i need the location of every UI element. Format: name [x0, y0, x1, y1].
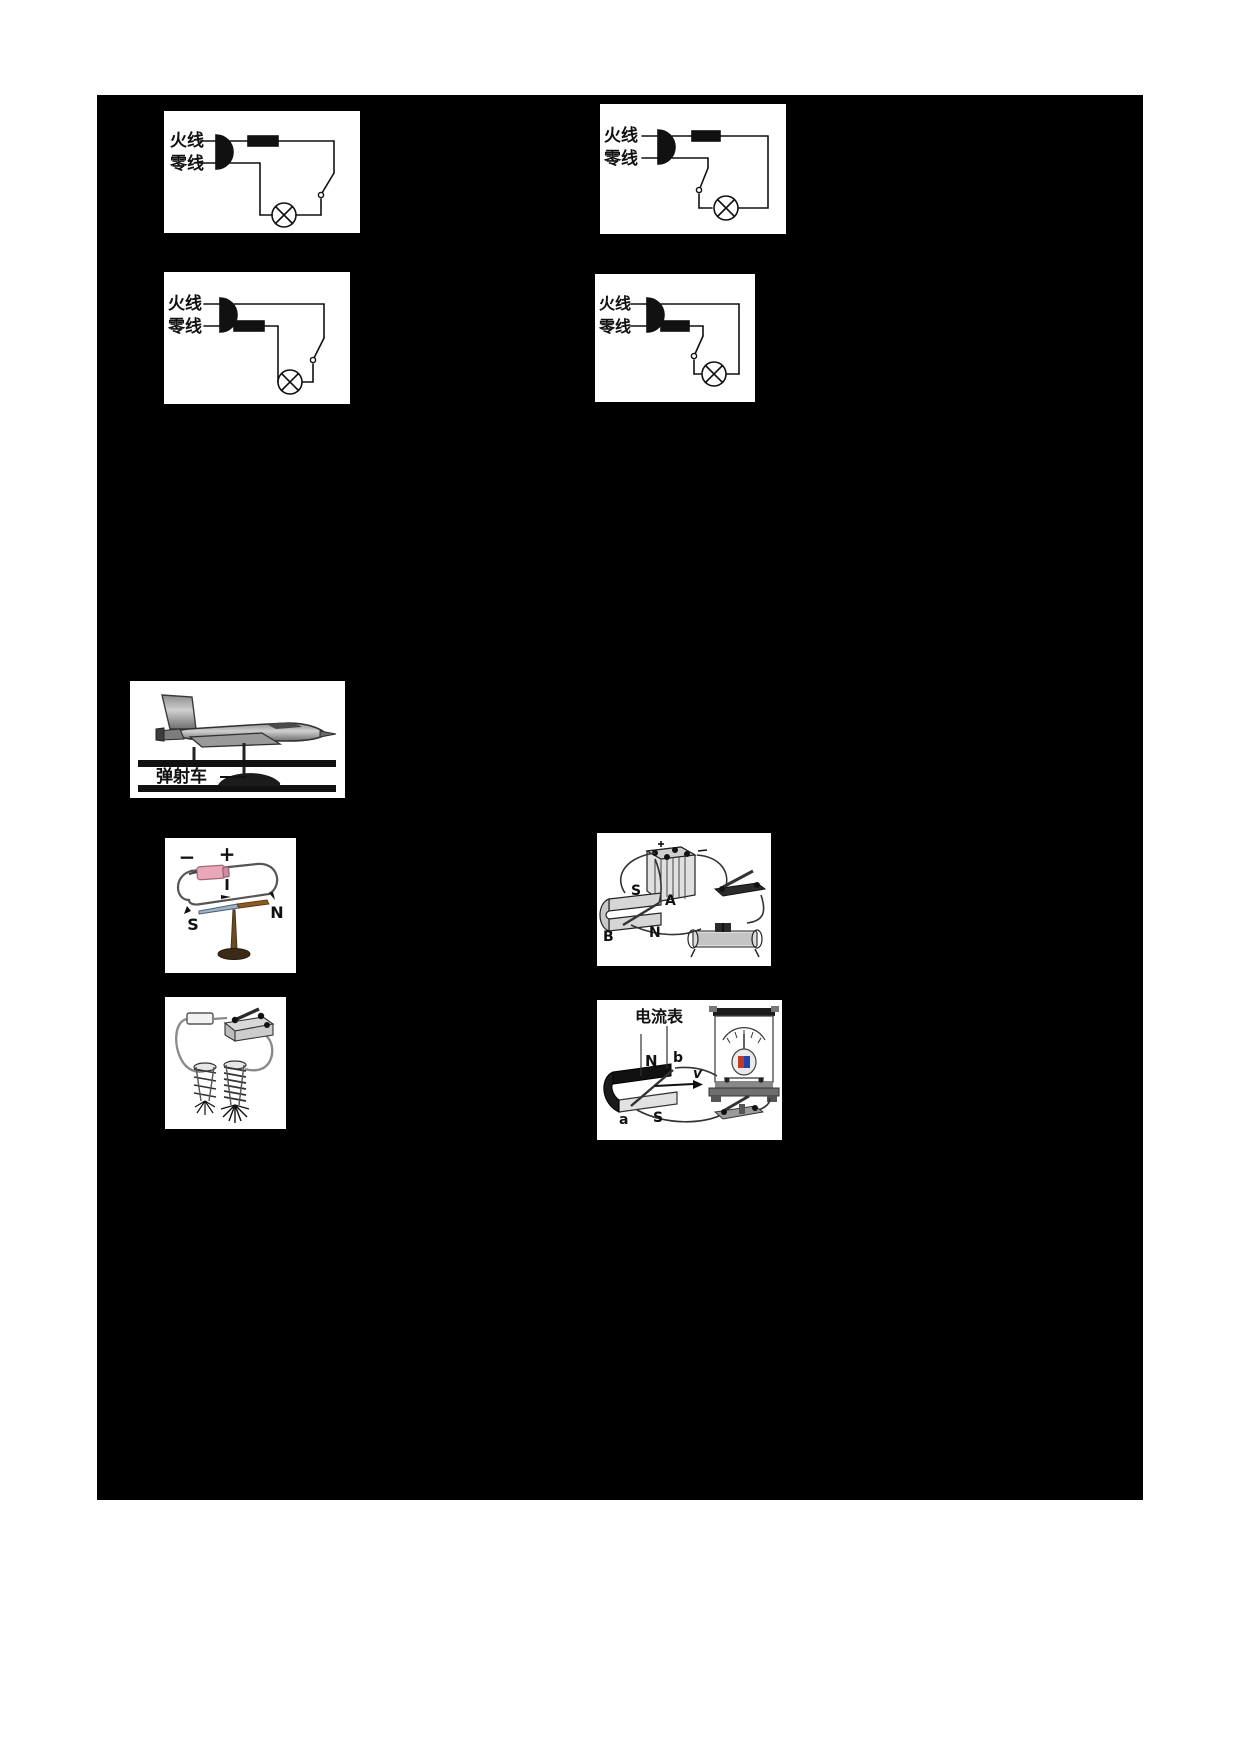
battery-pack: [645, 846, 697, 902]
live-wire-label: 火线: [599, 294, 631, 313]
end-a-label: a: [619, 1112, 628, 1128]
battery: [188, 864, 230, 881]
velocity-arrowhead: [693, 1080, 703, 1089]
north-pole-label: N: [649, 925, 661, 941]
switch-block: [223, 1007, 275, 1042]
rheostat: [687, 923, 763, 958]
live-wire-label: 火线: [168, 293, 202, 314]
catapult-caption: 弹射车: [156, 766, 207, 787]
catapult-sled: [218, 773, 281, 786]
ammeter-label: 电流表: [635, 1007, 684, 1026]
knife-switch: [713, 869, 767, 897]
compass-needle: [198, 899, 270, 915]
velocity-label: v: [693, 1066, 703, 1082]
south-pole-label: S: [631, 883, 641, 899]
resistor: [186, 1012, 214, 1025]
jet-body: [155, 694, 337, 779]
solenoid-left: [193, 1062, 217, 1115]
galvanometer: [708, 1006, 780, 1102]
point-b-label: B: [603, 929, 614, 945]
conductor-rod: [622, 901, 660, 927]
point-a-label: A: [665, 893, 676, 909]
figure-circuit-option-a: 火线 零线: [164, 111, 360, 233]
wire-loop: [176, 862, 279, 906]
upper-rail: [138, 760, 336, 767]
horseshoe-magnet: [599, 892, 662, 932]
south-pole-label: S: [187, 915, 199, 934]
current-arrow: [221, 895, 231, 899]
knife-switch: [713, 1094, 765, 1120]
current-label: I: [224, 876, 230, 894]
north-pole-label: N: [270, 903, 283, 922]
battery-plus-label: +: [219, 842, 236, 866]
figure-electromagnetic-induction: 电流表 N b v a S: [597, 1000, 782, 1140]
figure-circuit-option-b: 火线 零线: [600, 104, 786, 234]
horseshoe-magnet: [603, 1063, 678, 1113]
battery-minus-label: −: [179, 845, 196, 869]
conductor-ab: [630, 1069, 674, 1107]
neutral-wire-label: 零线: [169, 153, 204, 174]
neutral-wire-label: 零线: [603, 148, 638, 169]
figure-circuit-option-d: 火线 零线: [595, 274, 755, 402]
figure-oersted-experiment: − + I S N: [165, 838, 296, 973]
neutral-wire-label: 零线: [598, 317, 631, 336]
live-wire-label: 火线: [170, 130, 204, 151]
figure-magnetic-force: S A B N: [597, 833, 771, 966]
end-b-label: b: [673, 1050, 683, 1066]
figure-electromagnet: [165, 997, 286, 1129]
solenoid-right: [220, 1060, 250, 1123]
lower-rail: [138, 785, 336, 792]
figure-circuit-option-c: 火线 零线: [164, 272, 350, 404]
live-wire-label: 火线: [604, 125, 638, 146]
south-pole-label: S: [653, 1110, 663, 1126]
figure-jet-catapult: 弹射车: [130, 681, 345, 798]
neutral-wire-label: 零线: [167, 316, 202, 337]
north-pole-label: N: [645, 1052, 658, 1070]
